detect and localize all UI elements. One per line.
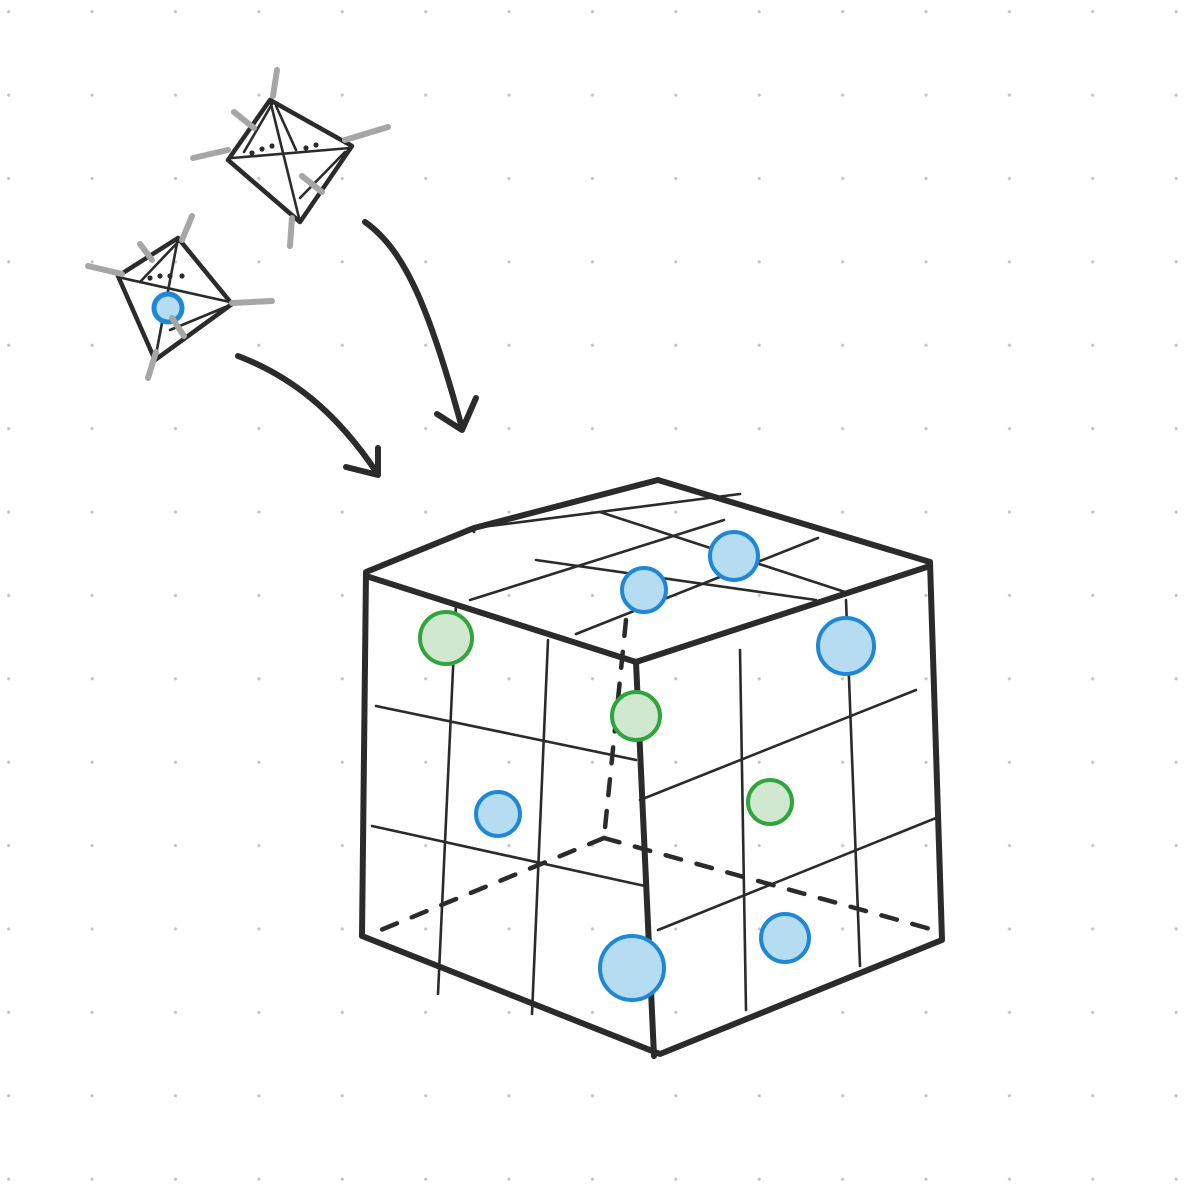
blue-marker	[474, 790, 522, 838]
blue-marker	[708, 530, 760, 582]
small-device-left	[85, 213, 275, 381]
cube-outline	[359, 477, 945, 1057]
markers	[418, 530, 876, 1002]
left-face-grid	[370, 602, 647, 1016]
large-grid-cube	[359, 477, 945, 1059]
blue-marker	[620, 566, 668, 614]
blue-marker	[598, 934, 666, 1002]
blue-marker	[759, 912, 811, 964]
arrow-left	[235, 353, 381, 478]
blue-marker	[816, 616, 876, 676]
cube-sensor-icon	[85, 213, 275, 381]
green-marker	[610, 690, 662, 742]
blue-sensor-dot	[151, 291, 185, 325]
green-marker	[746, 778, 794, 826]
small-device-top	[190, 67, 391, 249]
arrow-top	[362, 219, 479, 433]
green-marker	[418, 610, 474, 666]
curved-arrow-icon	[235, 353, 381, 478]
cube-sensor-icon	[190, 67, 391, 249]
curved-arrow-icon	[362, 219, 479, 433]
